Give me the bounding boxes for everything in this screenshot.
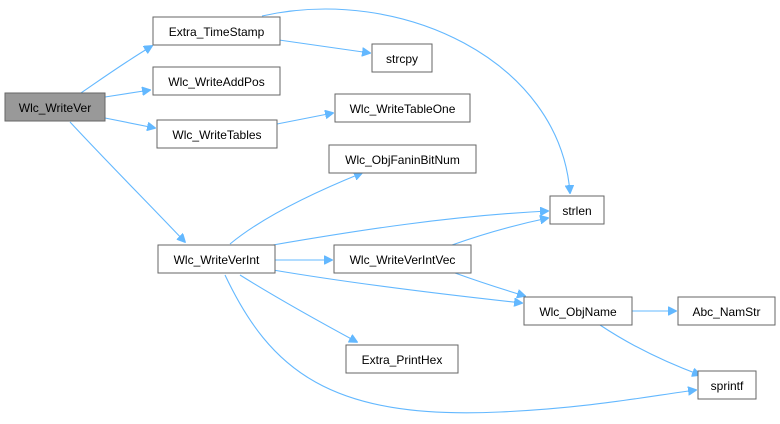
edge-writeverint-faninbitnum (229, 173, 362, 245)
node-label: Wlc_WriteVerInt (174, 253, 260, 267)
node-label: Extra_PrintHex (362, 353, 443, 367)
node-label: strcpy (386, 52, 418, 66)
node-label: Wlc_ObjName (539, 305, 617, 319)
node-wlc-writeverintvec[interactable]: Wlc_WriteVerIntVec (333, 244, 472, 274)
node-wlc-writeaddpos[interactable]: Wlc_WriteAddPos (152, 66, 281, 96)
edge-writetables-tableone (276, 113, 333, 125)
node-label: strlen (562, 204, 591, 218)
edge-writever-timestamp (77, 46, 152, 96)
node-wlc-writeverint[interactable]: Wlc_WriteVerInt (157, 244, 276, 274)
edge-writeverintvec-objname (454, 272, 525, 296)
edge-timestamp-strcpy (278, 39, 370, 53)
node-wlc-writetables[interactable]: Wlc_WriteTables (156, 119, 278, 149)
node-label: Wlc_WriteVer (19, 101, 91, 115)
node-label: Abc_NamStr (692, 305, 760, 319)
node-extra-printhex[interactable]: Extra_PrintHex (345, 344, 459, 374)
edge-writever-addpos (104, 90, 150, 98)
node-strlen[interactable]: strlen (549, 195, 605, 225)
edges (69, 8, 700, 414)
node-label: Extra_TimeStamp (169, 25, 265, 39)
node-wlc-writetableone[interactable]: Wlc_WriteTableOne (334, 93, 471, 123)
node-wlc-writever[interactable]: Wlc_WriteVer (4, 92, 106, 122)
node-label: sprintf (711, 379, 744, 393)
node-label: Wlc_WriteTables (172, 128, 261, 142)
node-label: Wlc_WriteTableOne (350, 102, 456, 116)
node-label: Wlc_WriteAddPos (168, 75, 264, 89)
nodes: Wlc_WriteVer Extra_TimeStamp Wlc_WriteAd… (4, 16, 776, 400)
edge-writeverint-strlen (272, 211, 548, 246)
edge-writeverint-printhex (239, 274, 357, 342)
edge-writeverint-objname (272, 269, 522, 303)
edge-writeverint-sprintf (224, 274, 696, 414)
node-extra-timestamp[interactable]: Extra_TimeStamp (152, 16, 281, 46)
node-abc-namstr[interactable]: Abc_NamStr (677, 296, 776, 326)
node-wlc-objname[interactable]: Wlc_ObjName (523, 296, 633, 326)
edge-timestamp-strlen (261, 8, 570, 193)
edge-objname-sprintf (599, 324, 700, 375)
edge-writeverintvec-strlen (451, 218, 548, 246)
edge-writever-writetables (104, 117, 155, 128)
node-wlc-objfaninbitnum[interactable]: Wlc_ObjFaninBitNum (328, 144, 477, 174)
node-label: Wlc_ObjFaninBitNum (345, 153, 460, 167)
node-strcpy[interactable]: strcpy (371, 43, 433, 73)
edge-writever-writeverint (69, 121, 185, 242)
node-label: Wlc_WriteVerIntVec (350, 253, 456, 267)
node-sprintf[interactable]: sprintf (697, 370, 757, 400)
